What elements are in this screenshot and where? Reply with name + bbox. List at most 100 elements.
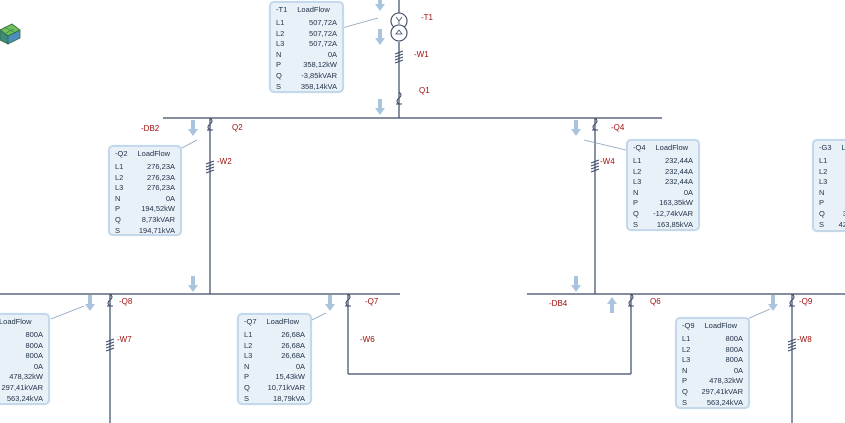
flow-arrow-icon xyxy=(607,297,617,313)
panel-row: 563,24kVA xyxy=(0,394,43,405)
row-value: 276,23A xyxy=(147,183,175,193)
switch-icon[interactable] xyxy=(345,293,351,307)
row-value: 0A xyxy=(165,193,175,203)
cable-icon[interactable] xyxy=(105,338,115,352)
row-key: S xyxy=(244,393,250,403)
row-key: L2 xyxy=(276,28,285,38)
row-key: P xyxy=(633,198,639,208)
switch-icon[interactable] xyxy=(592,117,598,131)
row-key: L1 xyxy=(244,330,253,339)
row-key: Q xyxy=(244,382,250,392)
row-value: 276,23A xyxy=(147,172,175,182)
switch-icon[interactable] xyxy=(628,293,634,307)
isometric-cube-icon[interactable] xyxy=(0,23,21,45)
row-key: P xyxy=(276,60,282,70)
panel-row: 800A xyxy=(0,341,43,352)
label-t1: -T1 xyxy=(421,13,433,22)
row-key: L2 xyxy=(682,344,691,354)
row-key: L3 xyxy=(276,39,285,49)
row-value: 358,12kW xyxy=(303,60,337,70)
row-value: 26,68A xyxy=(281,351,305,361)
row-value: 800A xyxy=(725,355,743,365)
cable-icon[interactable] xyxy=(590,159,600,173)
row-value: 0A xyxy=(327,49,337,59)
panel-row: N 0A xyxy=(682,366,743,377)
flow-arrow-icon xyxy=(85,295,95,311)
row-value: 8,73kVAR xyxy=(141,214,175,224)
row-key: Q xyxy=(633,208,639,218)
switch-icon[interactable] xyxy=(207,117,213,131)
row-key: N xyxy=(115,193,121,203)
label-q6: Q6 xyxy=(650,297,661,306)
panel-id: -Q7 xyxy=(244,317,257,326)
row-value: 800A xyxy=(25,340,43,350)
row-value xyxy=(841,198,845,209)
switch-icon[interactable] xyxy=(107,293,113,307)
label-q4: -Q4 xyxy=(611,123,625,132)
transformer-icon[interactable] xyxy=(390,12,408,42)
flow-arrow-icon xyxy=(375,99,385,115)
cable-icon[interactable] xyxy=(394,50,404,64)
row-value: 0A xyxy=(33,361,43,371)
row-value: 26,68A xyxy=(281,340,305,350)
row-key: S xyxy=(819,219,825,229)
panel-id: -T1 xyxy=(276,5,288,14)
row-key: L2 xyxy=(633,166,642,176)
row-value: 15,43kW xyxy=(275,372,305,382)
row-value: 0A xyxy=(295,361,305,371)
switch-icon[interactable] xyxy=(789,293,795,307)
panel-id: -Q2 xyxy=(115,149,128,158)
panel-title: L xyxy=(841,143,845,152)
label-w7: -W7 xyxy=(117,335,132,344)
label-q2: Q2 xyxy=(232,123,243,132)
flow-arrow-icon xyxy=(571,120,581,136)
row-value: 232,44A xyxy=(665,156,693,165)
panel-title: LoadFlow xyxy=(266,317,300,326)
cable-icon[interactable] xyxy=(205,160,215,174)
panel-id: -Q4 xyxy=(633,143,646,152)
panel-title: LoadFlow xyxy=(297,5,330,14)
row-key: S xyxy=(682,397,688,407)
flow-arrow-icon xyxy=(375,0,385,11)
panel-row: 800A xyxy=(0,351,43,362)
row-value: 0A xyxy=(733,365,743,375)
label-q1: Q1 xyxy=(419,86,430,95)
row-value: 563,24kVA xyxy=(6,393,43,403)
row-key: P xyxy=(819,198,825,208)
cable-icon[interactable] xyxy=(787,338,797,352)
row-value: 800A xyxy=(25,351,43,361)
panel-row: L2 276,23A xyxy=(115,173,175,184)
flow-arrow-icon xyxy=(571,276,581,292)
row-value: 800A xyxy=(725,344,743,354)
switch-icon[interactable] xyxy=(396,91,402,105)
row-key: P xyxy=(115,204,121,214)
label-w8: -W8 xyxy=(797,335,812,344)
row-key: L2 xyxy=(115,172,124,182)
row-value: 800A xyxy=(25,330,43,339)
row-key: S xyxy=(115,225,121,235)
row-key: N xyxy=(682,365,688,375)
panel-row: 800A xyxy=(0,330,43,341)
panel-row: L2 xyxy=(819,167,845,178)
panel-row: P 358,12kW xyxy=(276,60,337,71)
